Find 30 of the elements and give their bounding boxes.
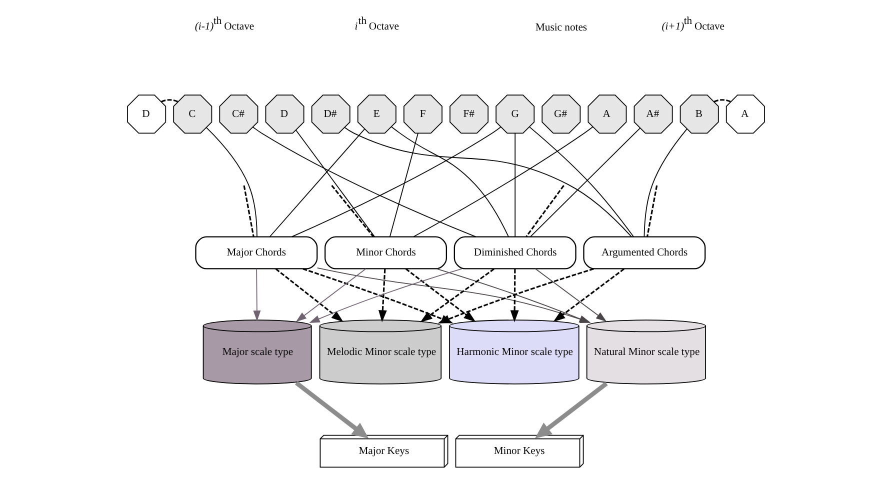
connector <box>344 126 632 238</box>
connector <box>268 128 365 238</box>
connector <box>252 126 476 238</box>
connector <box>412 126 593 238</box>
connector <box>388 132 418 238</box>
arrow <box>534 382 608 438</box>
arrow <box>378 268 386 322</box>
arrow <box>404 268 476 322</box>
node-box: Major Chords <box>194 236 318 270</box>
arrow <box>274 268 343 322</box>
connector <box>514 132 516 238</box>
connector <box>525 185 564 238</box>
connector <box>291 126 501 238</box>
arrow <box>294 381 368 439</box>
connector <box>295 130 374 238</box>
connector <box>713 99 731 102</box>
arrow <box>295 268 366 322</box>
connector <box>646 185 658 237</box>
arrow <box>252 268 260 322</box>
connector <box>206 127 257 238</box>
arrow <box>510 268 518 322</box>
node-box: Diminished Chords <box>453 236 576 270</box>
connector <box>330 185 374 238</box>
connector <box>242 185 254 237</box>
label: Music notes <box>534 22 587 34</box>
connector <box>160 99 178 102</box>
connector <box>643 128 688 238</box>
node-box: Argumented Chords <box>582 236 706 270</box>
connector <box>390 126 508 238</box>
node-box: Minor Chords <box>324 236 447 270</box>
